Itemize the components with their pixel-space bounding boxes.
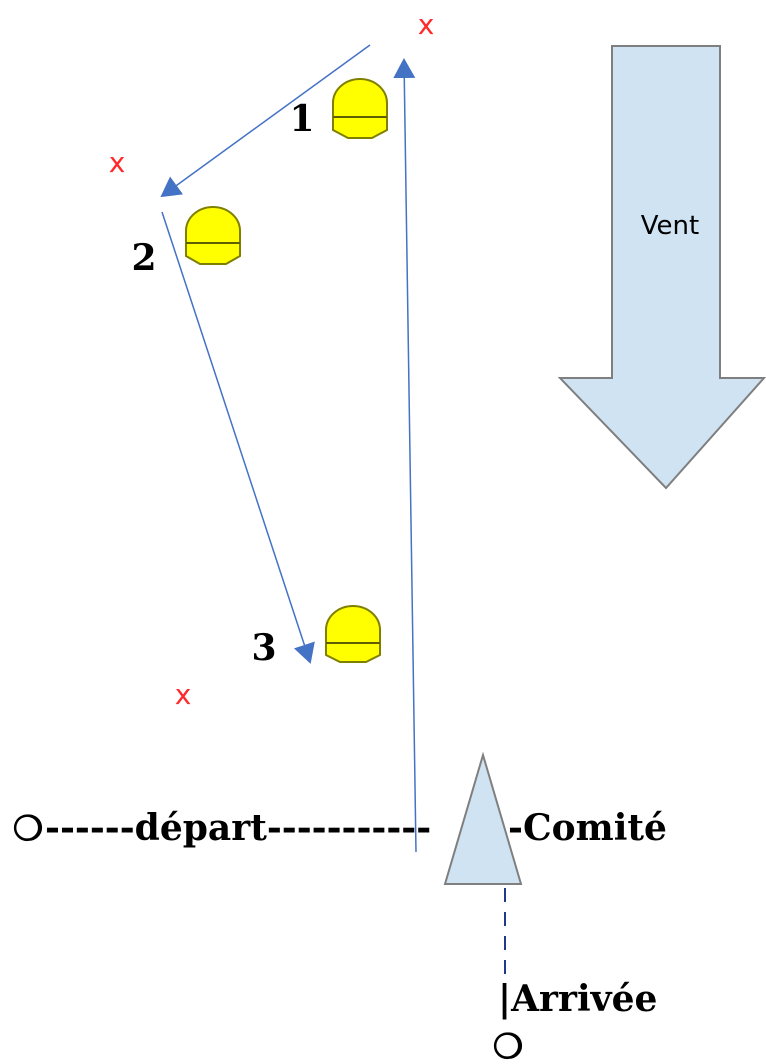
committee-label: -Comité: [508, 807, 667, 849]
buoy-1: [332, 78, 388, 139]
buoy-1-icon: [332, 78, 388, 139]
offset-mark-1: x: [418, 8, 435, 41]
buoy-2-number: 2: [131, 237, 156, 279]
committee-label-text: Comité: [523, 807, 667, 849]
wind-arrow: Vent: [557, 45, 766, 490]
leg-start-to-mark-1: [393, 58, 417, 853]
buoy-3-icon: [325, 605, 381, 663]
start-line: ❍ ------départ-----------: [13, 807, 431, 849]
finish-pin-buoy-icon: ❍: [493, 1027, 523, 1064]
start-label: départ: [135, 807, 268, 849]
offset-mark-3: x: [175, 678, 192, 711]
wind-arrow-shape: [557, 45, 766, 490]
start-line-text: ------départ-----------: [45, 807, 431, 849]
buoy-2-icon: [185, 206, 241, 265]
leg-mark-1-to-mark-2: [160, 44, 371, 198]
committee-label-prefix: -: [508, 807, 523, 849]
finish-label-prefix: |: [498, 978, 511, 1020]
leg-mark-2-to-mark-3: [161, 211, 315, 664]
start-line-dashes-right: -----------: [267, 807, 431, 849]
offset-mark-2: x: [109, 146, 126, 179]
buoy-2: [185, 206, 241, 265]
start-pin-buoy-icon: ❍: [13, 809, 43, 849]
start-line-dashes-left: ------: [45, 807, 135, 849]
wind-label: Vent: [641, 211, 699, 241]
finish-label-text: Arrivée: [510, 978, 657, 1020]
committee-boat-icon: [443, 751, 523, 885]
buoy-1-number: 1: [289, 98, 314, 140]
buoy-3: [325, 605, 381, 663]
finish-label: |Arrivée: [498, 978, 657, 1020]
buoy-3-number: 3: [251, 627, 276, 669]
